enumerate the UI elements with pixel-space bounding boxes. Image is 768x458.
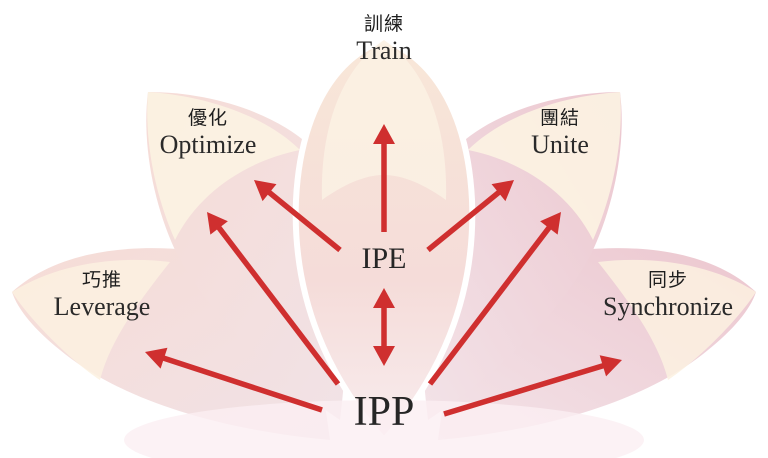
arrow-ipp-to-unite-shaft [427,224,553,386]
arrow-ipe-ipp-bidirectional-head [373,346,395,366]
arrow-ipp-to-leverage-head [145,347,168,369]
arrow-ipe-to-unite-shaft [426,189,502,253]
arrow-ipp-to-optimize [207,212,341,386]
arrow-ipe-to-optimize [254,180,342,253]
petal-label-optimize: 優化 Optimize [160,106,257,160]
arrow-ipp-to-synchronize-shaft [443,362,606,417]
arrow-ipe-to-train-head [373,124,395,144]
arrow-ipp-to-synchronize [443,355,622,417]
petal-label-synchronize: 同步 Synchronize [603,268,733,322]
arrow-ipp-to-unite-head [540,212,561,235]
label-en: Leverage [53,292,151,321]
label-en: Optimize [159,130,257,159]
label-en: Unite [531,130,589,159]
petal-label-leverage: 巧推 Leverage [54,268,151,322]
petal-label-train: 訓練 Train [356,12,411,66]
arrow-ipe-ipp-bidirectional [373,288,395,366]
label-zh: 優化 [187,107,229,129]
label-zh: 同步 [647,269,688,291]
arrow-ipp-to-unite [427,212,561,386]
arrow-ipe-ipp-bidirectional-tail-head [373,288,395,308]
arrow-ipe-to-unite-head [491,180,514,202]
arrow-ipe-to-train [373,124,395,232]
label-zh: 團結 [539,107,581,129]
arrow-ipp-to-leverage [145,347,323,413]
arrow-ipe-to-optimize-shaft [266,189,342,253]
label-zh: 巧推 [81,269,123,291]
hub-ipp-label: IPP [353,389,415,435]
petal-label-unite: 團結 Unite [531,106,589,160]
arrow-ipp-to-synchronize-head [599,355,622,377]
arrow-ipp-to-optimize-head [207,212,228,235]
arrow-ipe-to-optimize-head [254,180,277,202]
label-zh: 訓練 [363,13,405,35]
arrow-ipp-to-leverage-shaft [161,354,323,413]
arrow-ipp-to-optimize-shaft [215,224,341,386]
label-en: Train [356,36,412,65]
hub-ipe-label: IPE [361,242,407,275]
arrow-ipe-to-unite [426,180,514,253]
label-en: Synchronize [603,292,733,321]
